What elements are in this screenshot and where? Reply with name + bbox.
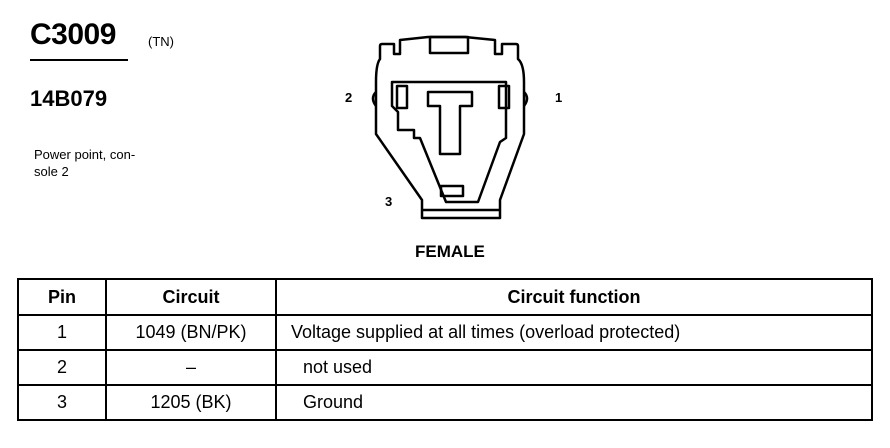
cell-pin: 2 — [17, 349, 107, 386]
connector-id-underline — [30, 59, 128, 61]
table-row: 3 1205 (BK) Ground — [17, 384, 873, 421]
cell-circuit: 1205 (BK) — [105, 384, 277, 421]
cell-pin: 3 — [17, 384, 107, 421]
table-row: 2 – not used — [17, 349, 873, 386]
table-header-row: Pin Circuit Circuit function — [17, 278, 873, 316]
cell-circuit: – — [105, 349, 277, 386]
part-number: 14B079 — [30, 86, 108, 111]
pin1-cavity — [497, 84, 511, 110]
connector-outer-shell — [374, 35, 526, 220]
header-circuit: Circuit — [105, 278, 277, 316]
connector-id: C3009 — [30, 18, 116, 51]
polarizing-nub-left — [371, 91, 378, 107]
cell-function: Ground — [275, 384, 873, 421]
pin1-label: 1 — [555, 90, 563, 105]
connector-inner-outline — [390, 80, 508, 204]
cell-circuit: 1049 (BN/PK) — [105, 314, 277, 351]
header-function: Circuit function — [275, 278, 873, 316]
cell-function: not used — [275, 349, 873, 386]
pin-t-slot — [426, 90, 474, 156]
table-row: 1 1049 (BN/PK) Voltage supplied at all t… — [17, 314, 873, 351]
pin3-label: 3 — [385, 194, 393, 209]
pin2-label: 2 — [345, 90, 353, 105]
pin2-cavity — [395, 84, 409, 110]
latch-tab — [428, 35, 470, 55]
connector-description: Power point, con- sole 2 — [34, 147, 136, 179]
cell-pin: 1 — [17, 314, 107, 351]
connector-face-diagram — [371, 35, 529, 220]
pin-table: Pin Circuit Circuit function 1 1049 (BN/… — [17, 278, 873, 421]
connector-gender-label: FEMALE — [415, 242, 485, 261]
polarizing-nub-right — [522, 91, 529, 107]
pin3-cavity — [439, 184, 465, 198]
cell-function: Voltage supplied at all times (overload … — [275, 314, 873, 351]
connector-tag: (TN) — [148, 34, 174, 49]
header-pin: Pin — [17, 278, 107, 316]
